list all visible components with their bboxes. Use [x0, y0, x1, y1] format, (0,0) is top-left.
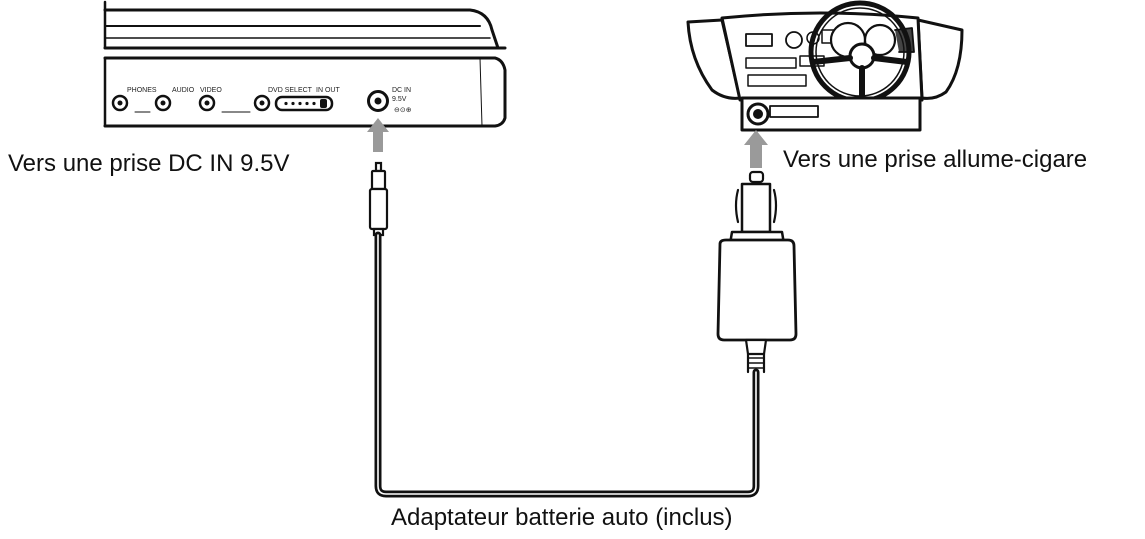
cigarette-caption: Vers une prise allume-cigare — [783, 146, 1088, 173]
phones-label: PHONES — [127, 87, 157, 94]
cigarette-plug — [716, 170, 798, 374]
video-label: VIDEO — [200, 87, 222, 94]
dc-in-label: DC IN — [392, 87, 411, 94]
polarity-symbol-text: ⊖⊙⊕ — [394, 107, 412, 114]
adapter-cable — [374, 231, 760, 498]
car-dashboard — [686, 0, 964, 132]
audio-label: AUDIO — [172, 87, 195, 94]
arrow-to-dc-in — [367, 118, 389, 152]
dc-plug — [368, 161, 389, 237]
in-out-label: IN OUT — [316, 87, 340, 94]
dvd-select-label: DVD SELECT — [268, 87, 313, 94]
device-panel-labels: PHONES AUDIO VIDEO DVD SELECT IN OUT DC … — [127, 87, 412, 114]
voltage-label: 9.5V — [392, 96, 407, 103]
dc-in-caption: Vers une prise DC IN 9.5V — [8, 150, 290, 177]
arrow-to-cigarette-socket — [744, 130, 768, 168]
adapter-caption: Adaptateur batterie auto (inclus) — [391, 504, 733, 531]
dvd-player — [103, 0, 507, 128]
